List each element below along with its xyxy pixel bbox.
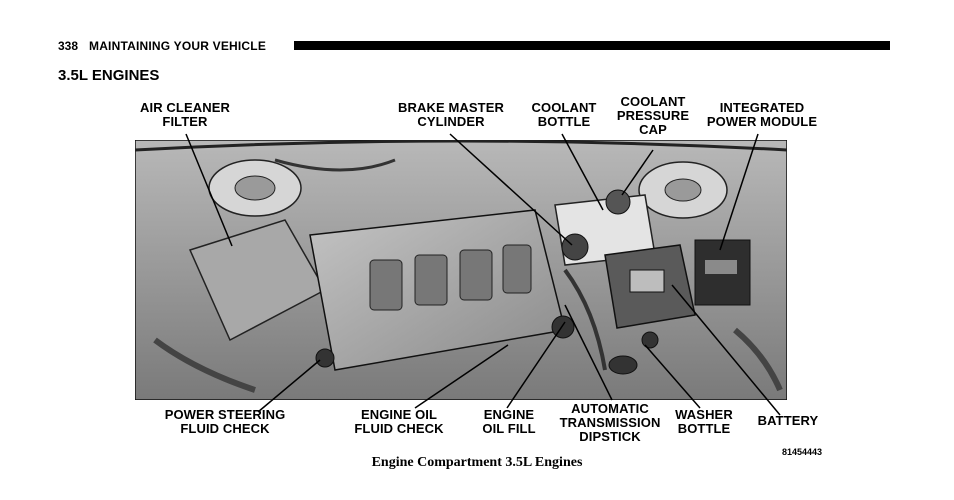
transmission-dipstick	[608, 355, 638, 375]
figure-caption: Engine Compartment 3.5L Engines	[371, 455, 583, 470]
engine-compartment-illustration	[135, 140, 787, 400]
brake-master-cylinder	[561, 233, 589, 261]
page-header: 338 MAINTAINING YOUR VEHICLE	[58, 37, 890, 55]
header-rule	[294, 41, 890, 50]
callout-coolant-pressure-cap: COOLANT PRESSURE CAP	[616, 94, 690, 137]
callout-engine-oil-fill: ENGINE OIL FILL	[482, 407, 536, 436]
section-title: 3.5L ENGINES	[58, 67, 160, 84]
page-number: 338	[58, 39, 79, 53]
callout-engine-oil-fluid-check: ENGINE OIL FLUID CHECK	[354, 407, 444, 436]
figure-id: 81454443	[782, 447, 823, 457]
running-head: MAINTAINING YOUR VEHICLE	[89, 39, 267, 53]
callout-coolant-bottle: COOLANT BOTTLE	[531, 100, 597, 129]
coolant-pressure-cap	[605, 189, 631, 215]
callout-power-steering-fluid-check: POWER STEERING FLUID CHECK	[164, 407, 286, 436]
callout-battery: BATTERY	[757, 413, 819, 428]
engine-oil-fill-cap	[551, 315, 575, 339]
callout-air-cleaner-filter: AIR CLEANER FILTER	[140, 100, 230, 129]
callout-integrated-power-module: INTEGRATED POWER MODULE	[706, 100, 818, 129]
callout-brake-master-cylinder: BRAKE MASTER CYLINDER	[398, 100, 504, 129]
power-steering-cap	[315, 348, 335, 368]
washer-bottle-cap	[641, 331, 659, 349]
callout-washer-bottle: WASHER BOTTLE	[675, 407, 733, 436]
callout-automatic-transmission-dipstick: AUTOMATIC TRANSMISSION DIPSTICK	[559, 401, 661, 444]
